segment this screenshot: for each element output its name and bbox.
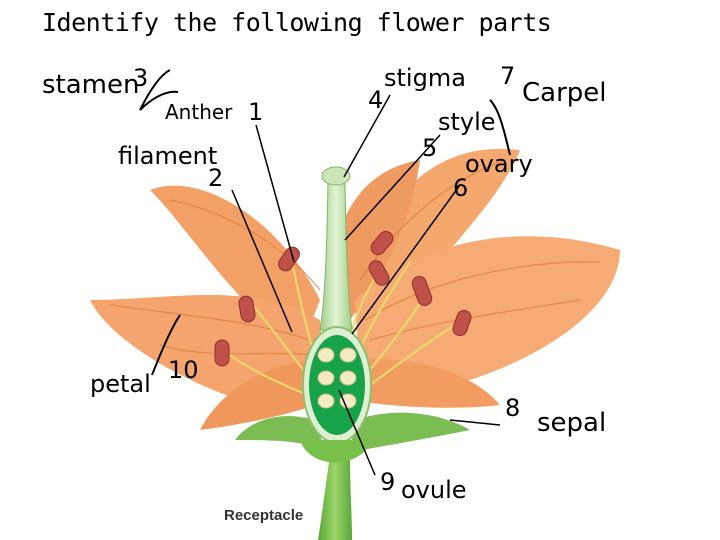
anther	[368, 260, 390, 286]
label-stamen: stamen	[42, 70, 140, 100]
ovary-leader	[351, 184, 461, 335]
ovule	[339, 347, 357, 363]
label-ovary-number: 6	[453, 174, 469, 202]
ovule	[339, 393, 357, 409]
stem	[318, 455, 352, 540]
label-stigma-number: 4	[368, 86, 384, 114]
label-ovule-number: 9	[380, 468, 396, 496]
label-filament: filament	[118, 142, 218, 170]
ovule	[317, 347, 335, 363]
stamen-bracket	[139, 69, 179, 111]
label-style: style	[438, 108, 496, 136]
label-anther-number: 1	[248, 98, 264, 126]
sepal-leader	[449, 419, 501, 426]
label-stigma: stigma	[384, 64, 466, 92]
stigma	[321, 166, 351, 186]
stigma-leader	[343, 94, 391, 178]
label-ovule: ovule	[401, 476, 467, 504]
petal-bracket	[151, 314, 181, 376]
label-stamen-number: 3	[133, 64, 149, 92]
slide-title: Identify the following flower parts	[42, 8, 552, 37]
label-petal: petal	[90, 370, 151, 398]
label-style-number: 5	[422, 134, 438, 162]
petal-right	[355, 236, 620, 392]
petal-lower-left	[200, 360, 330, 430]
anther	[214, 339, 230, 367]
carpel-bracket	[489, 99, 511, 156]
anther	[452, 309, 472, 337]
style-leader	[344, 134, 441, 241]
ovule	[339, 370, 357, 386]
label-ovary: ovary	[465, 150, 533, 178]
anther	[411, 275, 433, 307]
ovule	[317, 393, 335, 409]
label-filament-number: 2	[208, 164, 224, 192]
receptacle	[300, 440, 372, 463]
ovule	[317, 370, 335, 386]
anther	[278, 246, 300, 272]
anther	[238, 295, 256, 323]
label-carpel-number: 7	[500, 62, 516, 90]
label-sepal-number: 8	[505, 394, 521, 422]
label-receptacle: Receptacle	[224, 507, 304, 524]
label-sepal: sepal	[537, 408, 607, 438]
ovule-leader	[338, 389, 376, 476]
style	[319, 179, 353, 331]
anther-leader	[255, 124, 295, 263]
ovary-chamber	[309, 335, 365, 435]
label-petal-number: 10	[168, 356, 199, 384]
filament-leader	[231, 189, 293, 333]
anther	[370, 230, 394, 256]
sepal-right	[350, 412, 470, 452]
label-carpel: Carpel	[522, 78, 607, 108]
label-anther: Anther	[165, 100, 233, 124]
